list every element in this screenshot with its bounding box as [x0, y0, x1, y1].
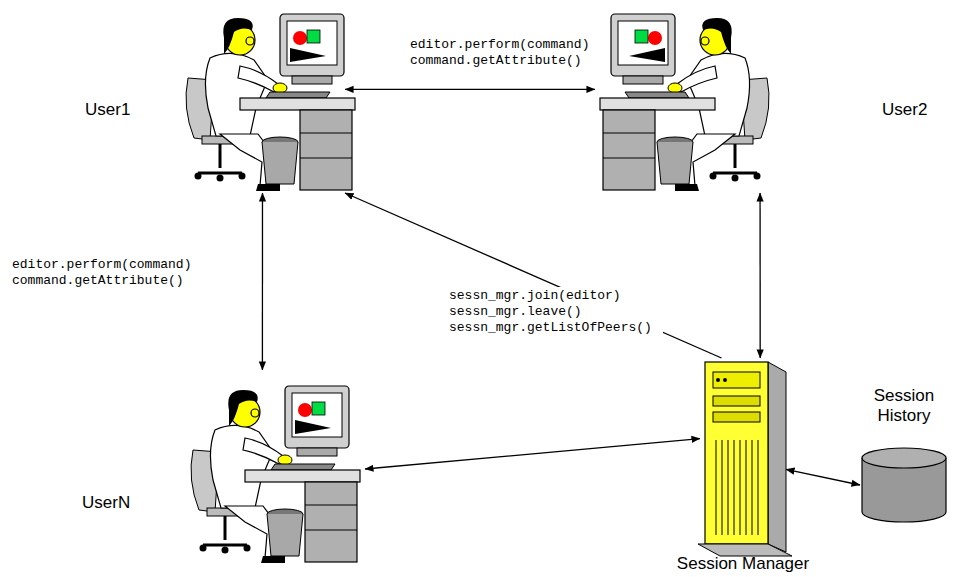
method-call-label: sessn_mgr.join(editor) sessn_mgr.leave()…: [447, 287, 663, 337]
workstation-node: UserN: [175, 370, 365, 568]
connector-arrow: [759, 193, 760, 358]
connector-arrow: [345, 193, 722, 358]
workstation-node: User1: [180, 8, 345, 193]
method-call-label: editor.perform(command) command.getAttri…: [408, 36, 602, 70]
node-label: User1: [85, 100, 165, 120]
connector-arrow: [365, 439, 700, 469]
node-label: User2: [882, 100, 952, 120]
connector-arrow: [262, 193, 263, 370]
database-node: Session History: [860, 446, 948, 524]
node-label: UserN: [82, 493, 162, 513]
method-call-label: editor.perform(command) command.getAttri…: [10, 256, 204, 290]
node-label: Session Manager: [654, 554, 832, 574]
workstation-node: User2: [595, 8, 775, 193]
connector-arrow: [345, 89, 595, 90]
node-label: Session History: [864, 386, 944, 425]
connector-arrow: [786, 469, 860, 485]
server-node: Session Manager: [700, 358, 786, 550]
